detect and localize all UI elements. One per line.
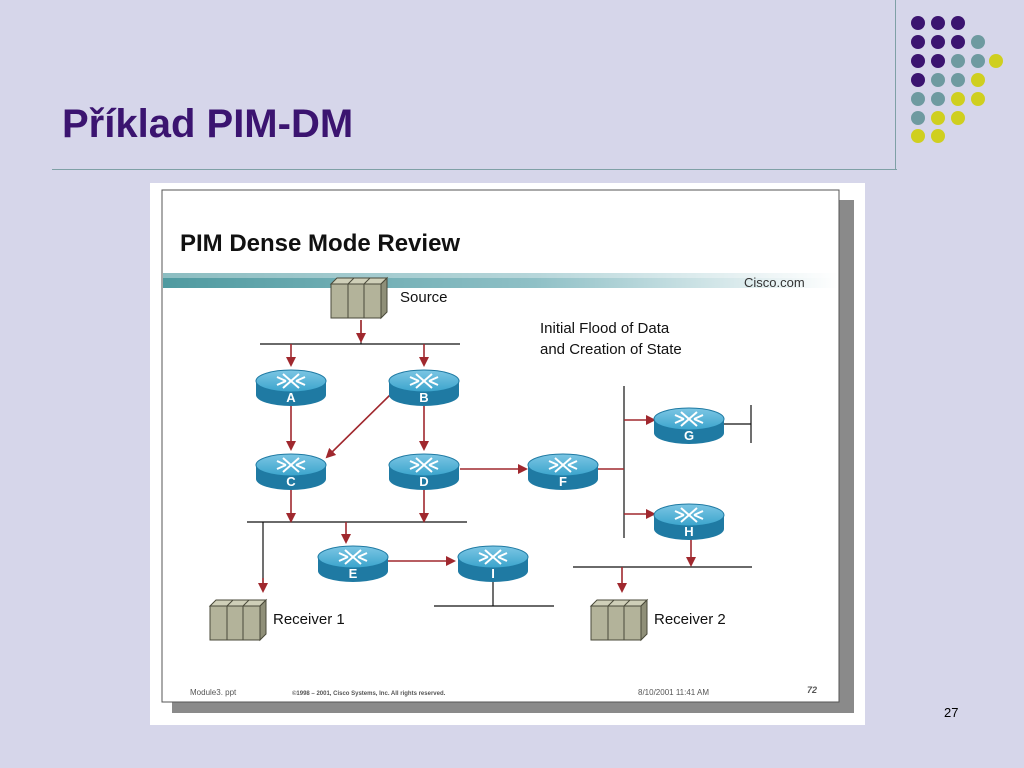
network-segments	[247, 320, 752, 607]
figure-panel: PIM Dense Mode Review Cisco.com	[150, 183, 865, 725]
dot-row-3	[911, 54, 1003, 68]
router-b-label: B	[419, 390, 428, 405]
pim-dm-diagram: PIM Dense Mode Review Cisco.com	[161, 189, 854, 713]
note-line-1: Initial Flood of Data	[540, 320, 670, 337]
router-g-label: G	[684, 428, 694, 443]
brand-bar-light	[163, 273, 838, 278]
router-f-label: F	[559, 474, 567, 489]
arrow-b-to-c	[325, 394, 391, 459]
decorative-dot-grid	[911, 16, 1003, 143]
footer-copyright: ©1998 – 2001, Cisco Systems, Inc. All ri…	[292, 690, 446, 697]
dot-row-5	[911, 92, 985, 106]
dot-row-7	[911, 129, 945, 143]
footer-left: Module3. ppt	[190, 688, 237, 697]
figure-heading: PIM Dense Mode Review	[180, 230, 460, 257]
receiver2-host-icon	[590, 599, 648, 641]
brand-label: Cisco.com	[744, 275, 805, 290]
router-c-label: C	[286, 474, 296, 489]
decorative-vertical-line	[895, 0, 896, 170]
page-number: 27	[944, 705, 959, 720]
dot-row-1	[911, 16, 965, 30]
router-e-label: E	[349, 566, 358, 581]
dot-row-6	[911, 111, 965, 125]
footer-page: 72	[807, 685, 817, 695]
flood-arrows	[258, 320, 696, 593]
footer-date: 8/10/2001 11:41 AM	[638, 688, 709, 697]
receiver1-host-icon	[209, 599, 267, 641]
receiver2-label: Receiver 2	[654, 611, 726, 628]
dot-row-2	[911, 35, 985, 49]
router-h-label: H	[684, 524, 693, 539]
receiver1-label: Receiver 1	[273, 611, 345, 628]
dot-row-4	[911, 73, 985, 87]
router-d-label: D	[419, 474, 428, 489]
router-a-label: A	[286, 390, 296, 405]
router-i-label: I	[491, 566, 495, 581]
source-label: Source	[400, 289, 448, 306]
source-host-icon	[330, 277, 388, 319]
title-underline	[52, 169, 897, 170]
note-line-2: and Creation of State	[540, 341, 682, 358]
slide-title: Příklad PIM-DM	[62, 102, 354, 146]
